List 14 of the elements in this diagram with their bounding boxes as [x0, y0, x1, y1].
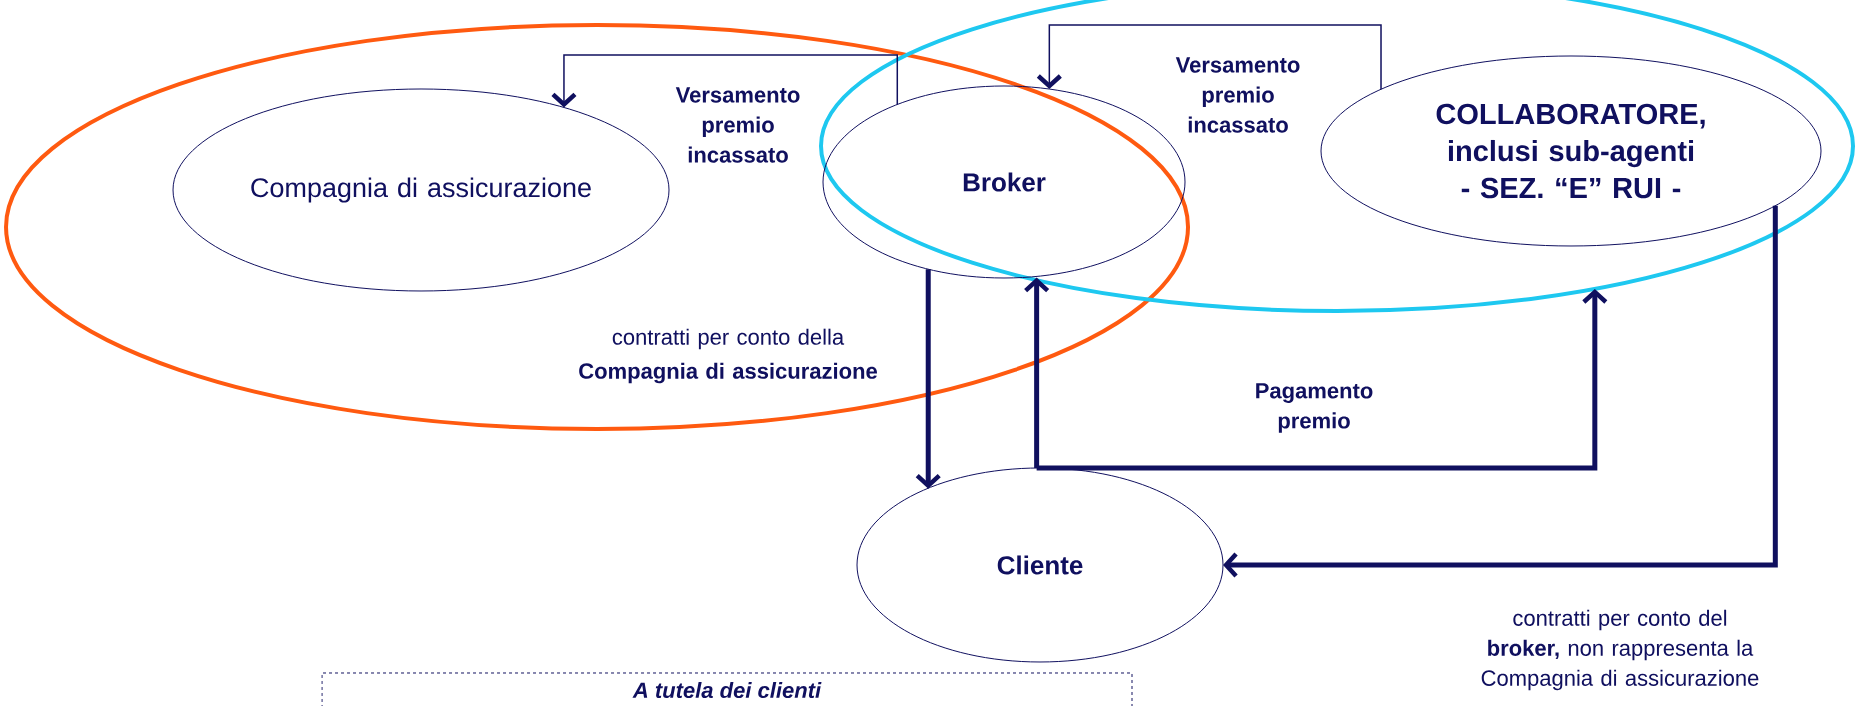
edge-label: Pagamento premio [1256, 383, 1373, 433]
arrow [551, 54, 899, 108]
arrow [1036, 24, 1382, 90]
ellipse-node: Compagnia di assicurazione [172, 88, 670, 292]
note-box: A tutela dei clienti [321, 672, 1133, 706]
ellipse-node: COLLABORATORE, inclusi sub-agenti - SEZ. “E” RUI - [1320, 55, 1822, 247]
edge-label: contratti per conto della Compagnia di assicurazione [579, 328, 877, 384]
edge-label: contratti per conto del broker, non rappresenta la Compagnia di assicurazione [1481, 609, 1759, 691]
arrow [1036, 288, 1608, 471]
ellipse-node: Cliente [856, 467, 1224, 663]
arrow [1024, 277, 1050, 468]
edge-label: Versamento premio incassato [675, 87, 800, 163]
arrow [915, 269, 941, 489]
ellipse-node: Broker [822, 85, 1186, 279]
